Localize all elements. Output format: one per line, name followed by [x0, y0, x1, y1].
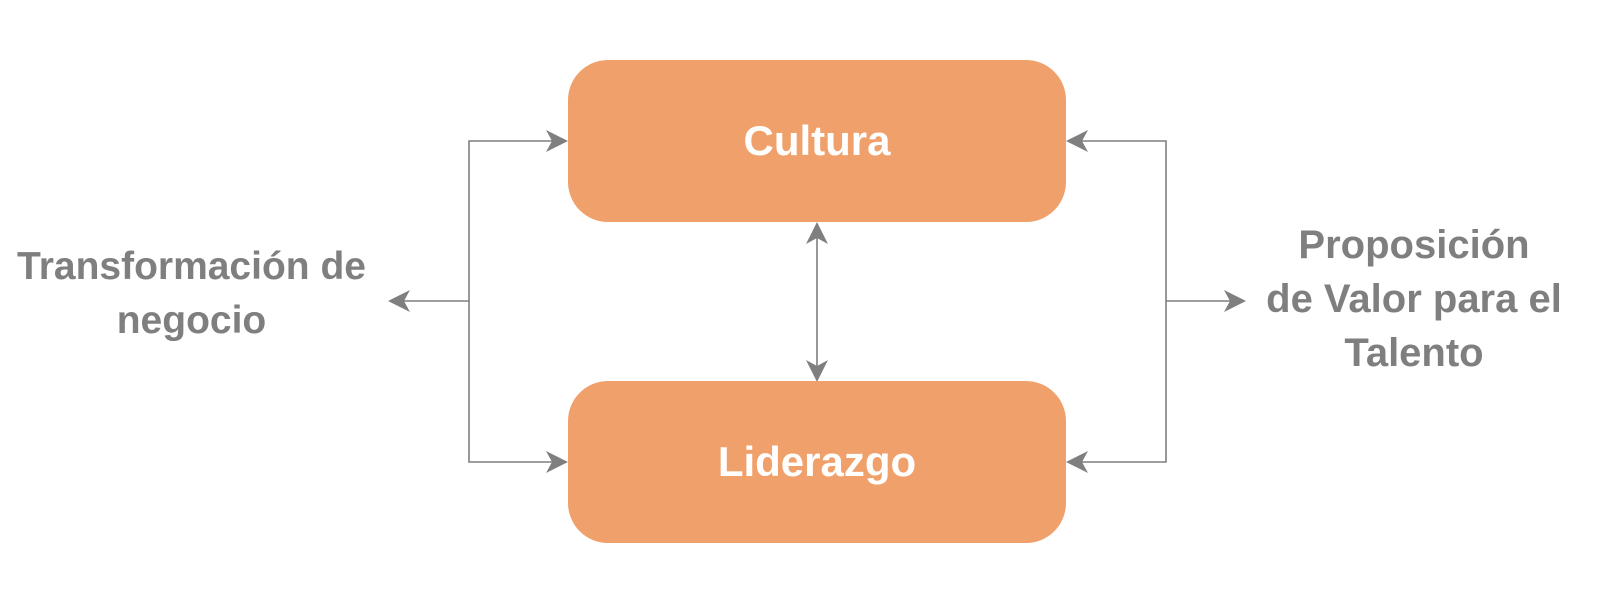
- left-label-line-2: negocio: [116, 299, 267, 342]
- left-label-line-1: Transformación de: [17, 245, 366, 288]
- leadership-box: Liderazgo: [568, 381, 1066, 543]
- talent-value-proposition-label: Proposición de Valor para el Talento: [1248, 218, 1580, 380]
- right-label-line-1: Proposición: [1298, 223, 1530, 267]
- arrowhead-to-culture-right: [1066, 130, 1088, 152]
- right-label-line-2: de Valor para el: [1266, 277, 1562, 321]
- left-bracket-line: [468, 140, 552, 463]
- arrowhead-to-leadership-left: [546, 451, 568, 473]
- leadership-label: Liderazgo: [717, 438, 917, 485]
- arrowhead-to-right-label: [1224, 290, 1246, 312]
- arrowhead-up-to-culture: [806, 222, 828, 244]
- arrowhead-to-leadership-right: [1066, 451, 1088, 473]
- right-bracket-line: [1082, 140, 1167, 463]
- business-transformation-label: Transformación de negocio: [0, 240, 383, 348]
- culture-box: Cultura: [568, 60, 1066, 222]
- arrowhead-to-culture-left: [546, 130, 568, 152]
- arrowhead-to-left-label: [388, 290, 410, 312]
- right-label-line-3: Talento: [1344, 331, 1484, 375]
- arrowhead-down-to-leadership: [806, 360, 828, 382]
- culture-label: Cultura: [743, 117, 891, 164]
